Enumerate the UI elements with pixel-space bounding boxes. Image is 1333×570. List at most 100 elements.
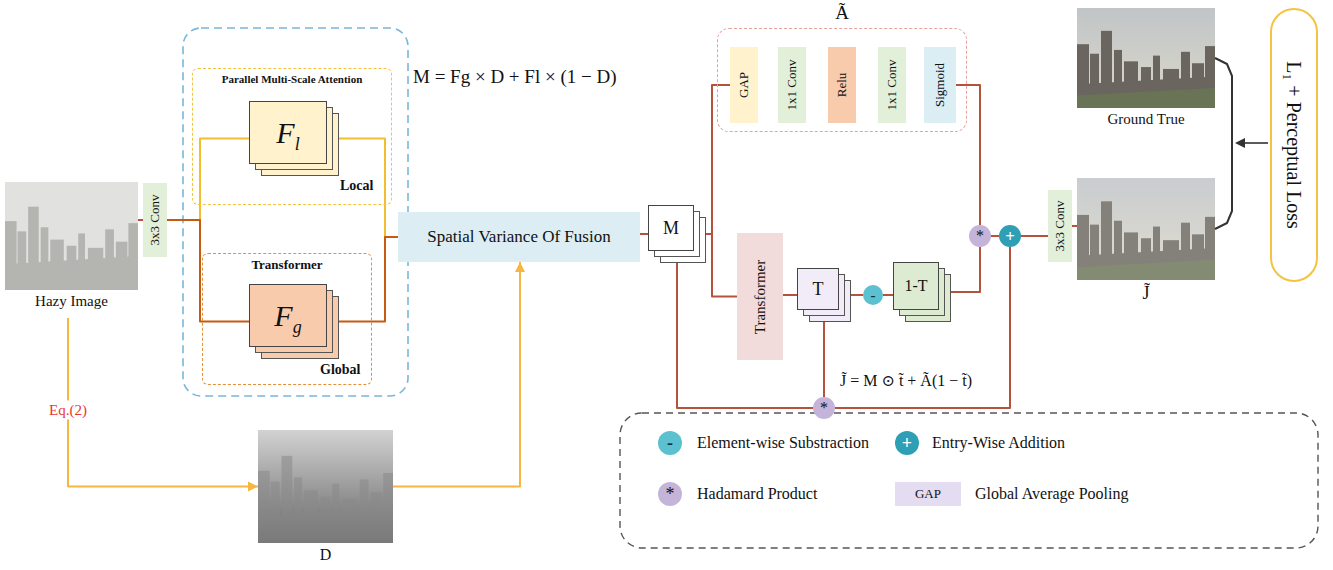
loss-pill: L₁ + Perceptual Loss — [1270, 8, 1318, 282]
connector — [991, 235, 999, 237]
depth-map — [258, 430, 393, 543]
stack-front: M — [648, 205, 694, 251]
subscript-text: g — [293, 317, 302, 337]
feature-stack: T — [797, 268, 851, 322]
stack-front: 1-T — [893, 262, 939, 310]
legend-swatch: * — [658, 482, 682, 506]
operator-symbol: * — [666, 484, 675, 505]
stack-front: Fl — [249, 101, 327, 164]
legend-text: Global Average Pooling — [975, 484, 1128, 503]
node-text: * — [820, 400, 828, 416]
image-caption: J̃ — [1142, 283, 1149, 304]
legend-text: Hadamard Product — [697, 484, 817, 503]
connector — [823, 322, 825, 397]
stack-front: T — [797, 268, 839, 310]
hazy-photo — [5, 182, 138, 290]
group-heading: Ã — [718, 2, 966, 25]
transformer-box: Transformer — [737, 233, 783, 360]
operator-circle: + — [999, 225, 1021, 247]
connector — [339, 139, 398, 238]
legend-swatch: - — [658, 431, 682, 455]
connector — [339, 237, 398, 322]
subscript-text: l — [295, 134, 300, 154]
loss-arrow — [1244, 142, 1268, 144]
node-text: 1x1 Conv — [885, 60, 899, 111]
feature-stack: 1-T — [893, 262, 951, 322]
connector — [1215, 58, 1232, 229]
output-photo — [1077, 178, 1215, 280]
group-heading: Parallel Multi-Scale Attention — [222, 73, 363, 86]
fusion-box: Spatial Variance Of Fusion — [398, 212, 640, 262]
node-text: Relu — [835, 73, 849, 98]
node-text: * — [976, 228, 984, 244]
node-text: 3x3 Conv — [148, 195, 162, 246]
connector — [851, 294, 863, 296]
module-region — [183, 28, 408, 396]
connector — [1021, 235, 1048, 237]
legend-text: Element-wise Substraction — [697, 433, 869, 452]
legend-text: Entry-Wise Addition — [932, 433, 1065, 452]
connector — [68, 318, 258, 487]
image-node: Hazy Image — [5, 182, 138, 290]
node-text: M — [663, 218, 679, 238]
node-text: - — [871, 288, 876, 303]
formula: M = Fg × D + Fl × (1 − D) — [413, 66, 616, 88]
connector — [835, 247, 1010, 408]
group-heading: Transformer — [251, 257, 322, 273]
operator-symbol: - — [667, 433, 673, 454]
atmosphere-group: ÃGAP1x1 ConvRelu1x1 ConvSigmoid — [717, 28, 967, 132]
node-text: 3x3 Conv — [1053, 201, 1067, 252]
feature-stack: Fg — [249, 284, 339, 359]
operator-circle: * — [969, 225, 991, 247]
connector — [956, 85, 980, 225]
connector — [951, 247, 980, 292]
connector — [706, 85, 730, 234]
node-text: F — [276, 116, 294, 149]
feature-stack: Fl — [249, 101, 339, 176]
node-text: Sigmoid — [933, 63, 947, 107]
node-text: T — [813, 279, 824, 299]
layer-box: GAP — [730, 47, 758, 123]
connector — [640, 233, 648, 235]
image-caption: Ground True — [1107, 111, 1184, 128]
node-text: F — [274, 299, 292, 332]
formula: J̃ = M ⊙ t̃ + Ã(1 − t̃) — [840, 372, 972, 390]
legend-frame — [620, 413, 1318, 548]
connector — [783, 294, 797, 296]
connector — [393, 262, 520, 487]
conv-box: 3x3 Conv — [1048, 190, 1072, 262]
arrowhead — [515, 262, 525, 272]
feature-stack: M — [648, 205, 706, 263]
image-caption: D — [320, 546, 332, 564]
legend-swatch: GAP — [895, 482, 961, 506]
legend-sample-text: GAP — [915, 487, 941, 502]
image-node: D — [258, 430, 393, 543]
image-caption: Hazy Image — [35, 293, 108, 310]
node-text: GAP — [737, 72, 751, 98]
loss-arrowhead — [1235, 138, 1245, 148]
node-text: 1x1 Conv — [785, 60, 799, 111]
layer-box: 1x1 Conv — [878, 47, 906, 123]
connector — [167, 220, 249, 322]
layer-box: 1x1 Conv — [778, 47, 806, 123]
node-text: Spatial Variance Of Fusion — [427, 227, 610, 247]
operator-circle: * — [813, 397, 835, 419]
node-text: + — [1005, 228, 1015, 245]
image-node: Ground True — [1077, 8, 1215, 108]
arrowhead — [248, 482, 258, 492]
node-text: L₁ + Perceptual Loss — [1283, 61, 1305, 229]
operator-circle: - — [863, 285, 883, 305]
branch-label: Global — [320, 362, 360, 378]
layer-box: Sigmoid — [924, 47, 956, 123]
stack-front: Fg — [249, 284, 327, 347]
connector — [883, 294, 893, 296]
edge-label: Eq.(2) — [46, 401, 90, 420]
connector — [706, 234, 737, 297]
image-node: J̃ — [1077, 178, 1215, 280]
layer-box: Relu — [828, 47, 856, 123]
conv-box: 3x3 Conv — [143, 183, 167, 257]
node-text: 1-T — [904, 277, 927, 294]
branch-label: Local — [340, 178, 373, 194]
